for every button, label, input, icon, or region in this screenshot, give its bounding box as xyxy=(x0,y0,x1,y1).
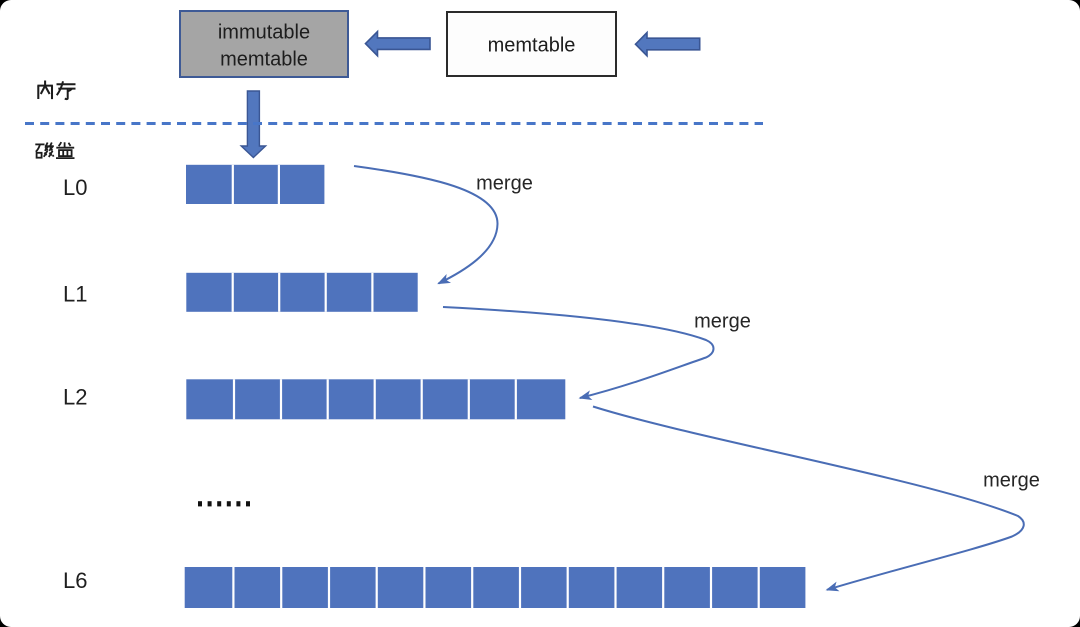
svg-text:memtable: memtable xyxy=(488,35,576,57)
svg-text:merge: merge xyxy=(983,470,1040,492)
svg-text:L0: L0 xyxy=(63,175,87,200)
svg-text:immutable: immutable xyxy=(218,22,310,44)
svg-text:merge: merge xyxy=(476,173,533,195)
svg-text:L1: L1 xyxy=(63,282,87,307)
svg-text:memtable: memtable xyxy=(220,49,308,71)
svg-text:L2: L2 xyxy=(63,385,87,410)
svg-text:L6: L6 xyxy=(63,568,87,593)
svg-text:merge: merge xyxy=(694,311,751,333)
